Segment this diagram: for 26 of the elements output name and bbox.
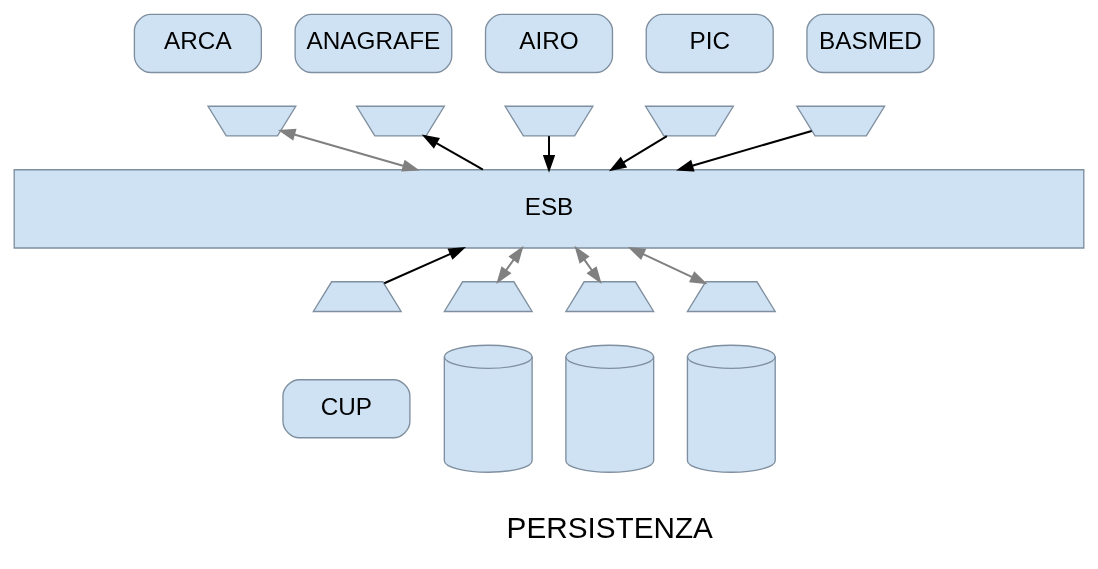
arrow xyxy=(421,134,484,171)
arrow xyxy=(627,247,708,285)
arrow xyxy=(676,129,812,172)
arrow xyxy=(542,136,556,173)
arrow xyxy=(608,135,668,172)
node-box: ESB xyxy=(13,169,1085,249)
node-box: ANAGRAFE xyxy=(294,13,453,74)
node-trapezoid xyxy=(355,105,446,137)
node-trapezoid xyxy=(795,105,886,137)
arrow xyxy=(496,245,524,285)
node-box: PIC xyxy=(645,13,774,74)
arrow xyxy=(574,245,602,285)
node-trapezoid xyxy=(564,281,655,313)
node-box: CUP xyxy=(282,379,411,439)
arrow xyxy=(383,247,467,285)
node-trapezoid xyxy=(443,281,534,313)
node-trapezoid xyxy=(206,105,297,137)
node-trapezoid xyxy=(644,105,735,137)
node-box: BASMED xyxy=(806,13,935,74)
arrow xyxy=(277,128,420,172)
node-trapezoid xyxy=(686,281,777,313)
node-trapezoid xyxy=(503,105,595,137)
node-box: ARCA xyxy=(133,13,263,74)
node-box: AIRO xyxy=(484,13,614,74)
node-trapezoid xyxy=(312,281,403,313)
label: PERSISTENZA xyxy=(506,510,713,544)
